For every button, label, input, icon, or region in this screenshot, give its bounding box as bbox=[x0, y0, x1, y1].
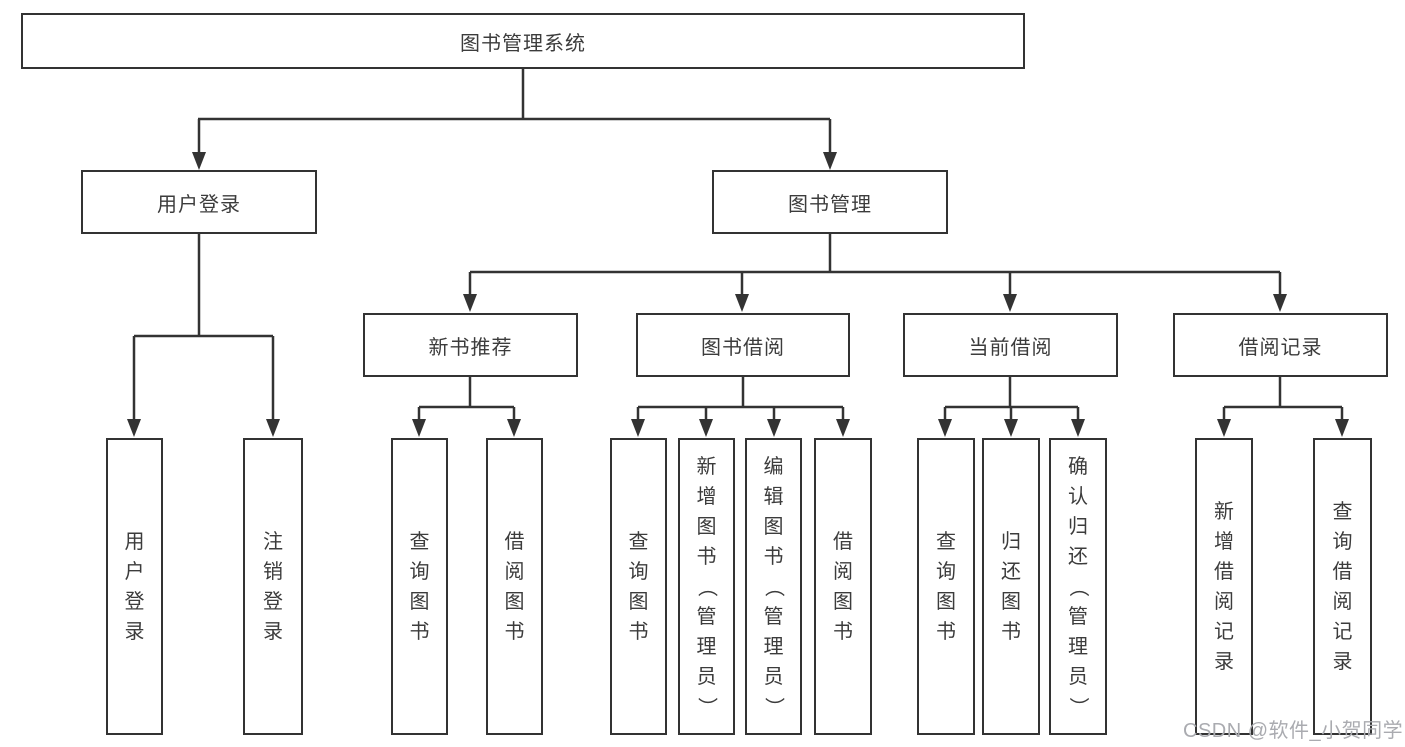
connector-borrowing-to-leaves bbox=[636, 377, 845, 422]
connector-newbook-to-leaves bbox=[417, 377, 516, 422]
node-borrowing-records: 借阅记录 bbox=[1173, 313, 1388, 377]
leaf-borrow-books: 借阅图书 bbox=[486, 438, 543, 735]
connector-root-to-level2 bbox=[197, 69, 832, 155]
node-new-book-recommend: 新书推荐 bbox=[363, 313, 578, 377]
connector-bookmgmt-to-level3 bbox=[468, 234, 1282, 297]
leaf-query-books: 查询图书 bbox=[391, 438, 448, 735]
arrowheads-level3 bbox=[463, 294, 1287, 312]
connector-current-to-leaves bbox=[943, 377, 1080, 422]
leaf-borrow-books: 借阅图书 bbox=[814, 438, 872, 735]
leaf-logout: 注销登录 bbox=[243, 438, 303, 735]
leaf-user-login: 用户登录 bbox=[106, 438, 163, 735]
arrowheads-level2 bbox=[192, 152, 837, 170]
connector-userlogin-to-leaves bbox=[132, 234, 275, 422]
csdn-watermark: CSDN @软件_小贺同学 bbox=[1183, 720, 1404, 742]
leaf-add-borrow-record: 新增借阅记录 bbox=[1195, 438, 1253, 735]
node-user-login: 用户登录 bbox=[81, 170, 317, 234]
leaf-query-books: 查询图书 bbox=[610, 438, 667, 735]
node-current-borrowing: 当前借阅 bbox=[903, 313, 1118, 377]
connector-records-to-leaves bbox=[1222, 377, 1344, 422]
leaf-confirm-return-admin: 确认归还（管理员） bbox=[1049, 438, 1107, 735]
node-book-borrowing: 图书借阅 bbox=[636, 313, 850, 377]
leaf-edit-books-admin: 编辑图书（管理员） bbox=[745, 438, 802, 735]
leaf-add-books-admin: 新增图书（管理员） bbox=[678, 438, 735, 735]
node-book-management: 图书管理 bbox=[712, 170, 948, 234]
leaf-return-books: 归还图书 bbox=[982, 438, 1040, 735]
arrowheads-leaves bbox=[127, 419, 1349, 437]
node-library-system: 图书管理系统 bbox=[21, 13, 1025, 69]
leaf-query-borrow-record: 查询借阅记录 bbox=[1313, 438, 1372, 735]
leaf-query-books: 查询图书 bbox=[917, 438, 975, 735]
